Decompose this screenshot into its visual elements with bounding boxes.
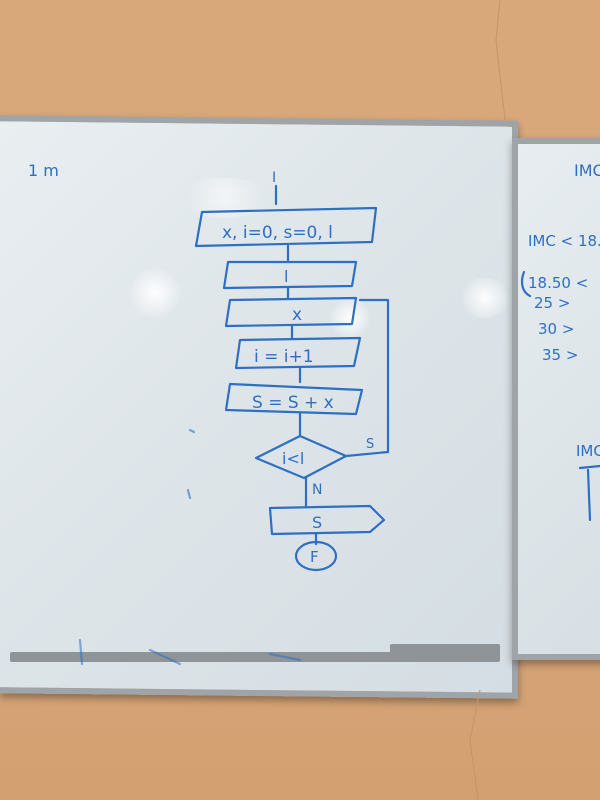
marker-tray [10,652,500,662]
yes-label: S [366,437,374,452]
light-glare [460,278,510,318]
read-box-l [222,260,358,290]
margin-mark: 1 m [28,161,59,180]
end-label: F [310,548,319,566]
light-glare [330,298,370,338]
start-label: I [272,170,276,186]
read-box-l-text: l [284,267,288,286]
right-marks [578,464,600,522]
read-box-x [224,296,358,328]
assign-i-text: i = i+1 [254,347,314,367]
right-row4: 35 > [542,346,578,364]
right-footer: IMC [576,442,600,460]
right-row1: 18.50 < [528,274,588,292]
loop-arrow [344,298,390,458]
end-circle [294,540,338,572]
decision-diamond [254,434,348,480]
assign-s-box [224,382,364,416]
no-label: N [312,482,322,498]
input-box-text: x, i=0, s=0, l [222,223,333,243]
assign-i-box [234,336,362,370]
light-glare [130,268,180,318]
right-row2: 25 > [534,294,570,312]
right-row3: 30 > [538,320,574,338]
input-box [194,206,378,248]
assign-s-text: S = S + x [252,393,334,413]
right-bracket [520,270,532,298]
decision-text: i<l [282,449,304,468]
output-box [268,504,386,536]
marker-tray [390,644,500,658]
output-box-text: S [312,513,322,532]
read-box-x-text: x [292,305,302,325]
right-line1: IMC < 18. [528,232,600,250]
whiteboard-right [512,138,600,660]
right-header: IMC [574,161,600,180]
